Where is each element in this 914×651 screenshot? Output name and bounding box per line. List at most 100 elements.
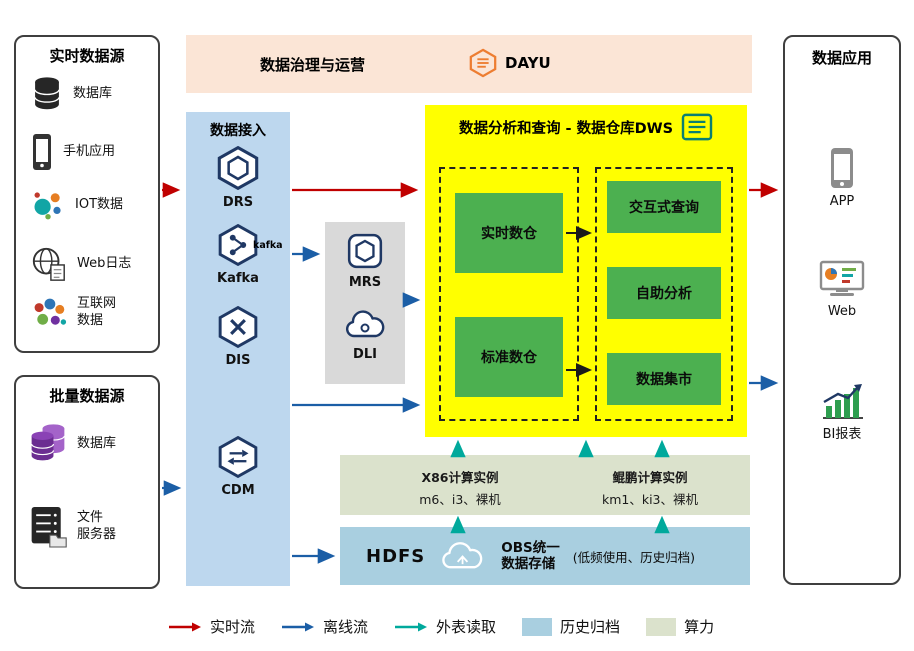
app-phone-icon xyxy=(828,147,856,189)
web-log-icon xyxy=(30,245,68,283)
storage-bar: HDFS OBS统一 数据存储 (低频使用、历史归档) xyxy=(340,527,750,585)
archive-swatch xyxy=(522,617,553,636)
list-item: IOT数据 xyxy=(30,187,123,223)
kunpeng-title: 鲲鹏计算实例 xyxy=(612,470,688,485)
source-label: 手机应用 xyxy=(63,143,116,159)
dws-warehouse-group xyxy=(439,167,579,421)
legend-realtime: 实时流 xyxy=(168,616,255,637)
offline-arrow-icon xyxy=(281,621,315,633)
app-label: BI报表 xyxy=(822,427,862,442)
list-item: 手机应用 xyxy=(30,133,115,171)
dayu-hexagon-icon xyxy=(468,48,498,78)
legend-label: 算力 xyxy=(684,618,715,636)
governance-title: 数据治理与运营 xyxy=(260,56,366,74)
service-dis: DIS xyxy=(186,306,290,370)
dis-hexagon-icon xyxy=(217,306,259,348)
dws-service-group xyxy=(595,167,733,421)
data-mart-box: 数据集市 xyxy=(607,353,721,405)
web-monitor-icon xyxy=(818,259,866,299)
file-server-icon xyxy=(28,505,68,549)
dws-title-row: 数据分析和查询 - 数据仓库DWS xyxy=(425,113,747,141)
legend-external: 外表读取 xyxy=(394,616,496,637)
standard-warehouse-box: 标准数仓 xyxy=(455,317,563,397)
obs-label: OBS统一 数据存储 xyxy=(501,540,560,572)
ingestion-title: 数据接入 xyxy=(210,123,266,139)
source-label: 互联网 数据 xyxy=(77,296,117,328)
obs-note: (低频使用、历史归档) xyxy=(572,549,696,565)
interactive-query-box: 交互式查询 xyxy=(607,181,721,233)
compute-swatch xyxy=(646,617,677,636)
service-label: Kafka xyxy=(217,271,259,286)
obs-line2: 数据存储 xyxy=(501,556,556,572)
kunpeng-compute: 鲲鹏计算实例 km1、ki3、裸机 xyxy=(565,467,735,508)
service-kafka: kafka Kafka xyxy=(186,224,290,288)
data-ingestion-panel: 数据接入 DRS kafka Kafka DIS CDM xyxy=(186,112,290,586)
legend-label: 离线流 xyxy=(323,618,369,636)
service-drs: DRS xyxy=(186,146,290,212)
compute-bar: X86计算实例 m6、i3、裸机 鲲鹏计算实例 km1、ki3、裸机 xyxy=(340,455,750,515)
obs-cloud-icon xyxy=(438,540,488,573)
service-label: DIS xyxy=(225,353,251,368)
iot-icon xyxy=(30,187,66,223)
x86-title: X86计算实例 xyxy=(421,470,499,485)
bi-chart-icon xyxy=(818,382,866,422)
legend-compute: 算力 xyxy=(646,616,714,637)
obs-line1: OBS统一 xyxy=(501,539,560,556)
applications-box: 数据应用 APP Web BI报表 xyxy=(783,35,901,585)
legend-offline: 离线流 xyxy=(281,616,368,637)
legend-label: 历史归档 xyxy=(560,618,621,636)
list-item: 数据库 xyxy=(30,75,112,113)
source-label: IOT数据 xyxy=(75,196,124,212)
dws-box: 数据分析和查询 - 数据仓库DWS 实时数仓 标准数仓 交互式查询 自助分析 数… xyxy=(425,105,747,437)
database-icon xyxy=(30,75,64,113)
kunpeng-models: km1、ki3、裸机 xyxy=(601,492,699,507)
dayu-product: DAYU xyxy=(468,48,551,78)
dayu-label: DAYU xyxy=(505,54,551,72)
realtime-arrow-icon xyxy=(168,621,202,633)
kafka-hexagon-icon xyxy=(217,224,259,266)
dws-title: 数据分析和查询 - 数据仓库DWS xyxy=(458,120,674,137)
service-label: MRS xyxy=(348,275,382,290)
drs-hexagon-icon xyxy=(216,146,260,190)
source-label: 数据库 xyxy=(77,435,117,451)
database-purple-icon xyxy=(28,423,68,465)
dws-report-icon xyxy=(681,113,713,141)
legend: 实时流 离线流 外表读取 历史归档 算力 xyxy=(168,616,714,637)
legend-label: 外表读取 xyxy=(436,618,497,636)
app-label: APP xyxy=(829,194,855,209)
app-item: Web xyxy=(785,259,899,321)
list-item: 文件 服务器 xyxy=(28,505,116,549)
service-label: CDM xyxy=(221,483,255,498)
batch-sources-box: 批量数据源 数据库 xyxy=(14,375,160,589)
service-cdm: CDM xyxy=(186,436,290,500)
legend-label: 实时流 xyxy=(210,618,256,636)
list-item: 互联网 数据 xyxy=(30,295,116,331)
legend-archive: 历史归档 xyxy=(522,616,620,637)
source-label: 数据库 xyxy=(73,85,113,101)
realtime-sources-box: 实时数据源 数据库 手机应用 IOT数据 Web日志 xyxy=(14,35,160,353)
external-read-arrow-icon xyxy=(394,621,428,633)
list-item: 数据库 xyxy=(28,423,116,465)
dli-cloud-icon xyxy=(343,308,387,342)
applications-title: 数据应用 xyxy=(811,49,872,67)
x86-compute: X86计算实例 m6、i3、裸机 xyxy=(370,467,550,508)
batch-sources-title: 批量数据源 xyxy=(49,387,125,405)
app-item: APP xyxy=(785,147,899,211)
kafka-wordmark: kafka xyxy=(253,240,283,251)
source-label: 文件 服务器 xyxy=(77,510,117,542)
hdfs-label: HDFS xyxy=(366,545,426,567)
internet-data-icon xyxy=(30,295,68,331)
realtime-sources-title: 实时数据源 xyxy=(49,47,125,65)
x86-models: m6、i3、裸机 xyxy=(419,492,501,507)
self-service-analysis-box: 自助分析 xyxy=(607,267,721,319)
mrs-icon xyxy=(346,232,384,270)
app-item: BI报表 xyxy=(785,382,899,444)
governance-banner: 数据治理与运营 DAYU xyxy=(186,35,752,93)
source-label: Web日志 xyxy=(77,255,132,271)
service-label: DLI xyxy=(353,347,377,362)
mobile-app-icon xyxy=(30,133,54,171)
realtime-warehouse-box: 实时数仓 xyxy=(455,193,563,273)
processing-panel: MRS DLI xyxy=(325,222,405,384)
service-label: DRS xyxy=(222,195,254,210)
